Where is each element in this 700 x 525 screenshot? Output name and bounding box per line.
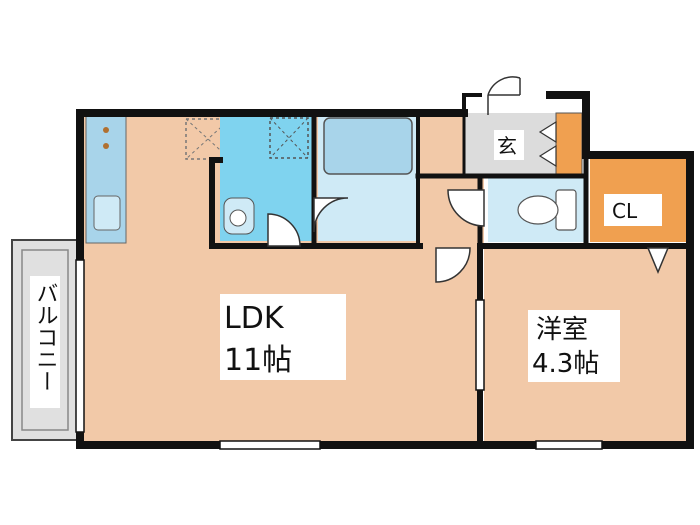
wash-basin-bowl bbox=[229, 209, 247, 227]
ldk-room-name: LDK bbox=[224, 301, 285, 336]
hall-door bbox=[435, 247, 471, 283]
shoe-closet bbox=[555, 112, 583, 176]
stove-burner bbox=[103, 127, 109, 133]
entrance-label-bg bbox=[494, 130, 524, 160]
bathroom-door bbox=[313, 197, 349, 233]
stove-burner bbox=[103, 143, 109, 149]
kitchen-sink bbox=[93, 195, 121, 231]
windows bbox=[75, 259, 603, 450]
balcony-label: バルコニー bbox=[33, 282, 58, 392]
ldk-room-size: 11帖 bbox=[224, 343, 292, 378]
entrance-label: 玄 bbox=[497, 134, 517, 158]
toilet-door bbox=[447, 189, 485, 227]
washroom-door bbox=[267, 213, 301, 247]
entrance-closet-door bbox=[538, 120, 557, 168]
balcony-label-bg bbox=[30, 276, 60, 408]
closet-door bbox=[646, 247, 670, 274]
bathtub bbox=[323, 117, 413, 175]
closet-label-bg bbox=[604, 194, 662, 226]
closet-label: CL bbox=[612, 199, 638, 223]
walls bbox=[76, 91, 694, 449]
entry-door bbox=[487, 76, 521, 115]
western-room-size: 4.3帖 bbox=[532, 349, 599, 379]
western-label-bg bbox=[528, 310, 620, 382]
fridge-space-cross bbox=[185, 118, 231, 160]
washer-space bbox=[269, 117, 309, 159]
balcony-rail bbox=[21, 249, 69, 431]
toilet-tank bbox=[555, 189, 577, 231]
western-room-name: 洋室 bbox=[536, 315, 588, 345]
toilet-bowl bbox=[517, 195, 559, 225]
ldk-label-bg bbox=[220, 294, 346, 380]
